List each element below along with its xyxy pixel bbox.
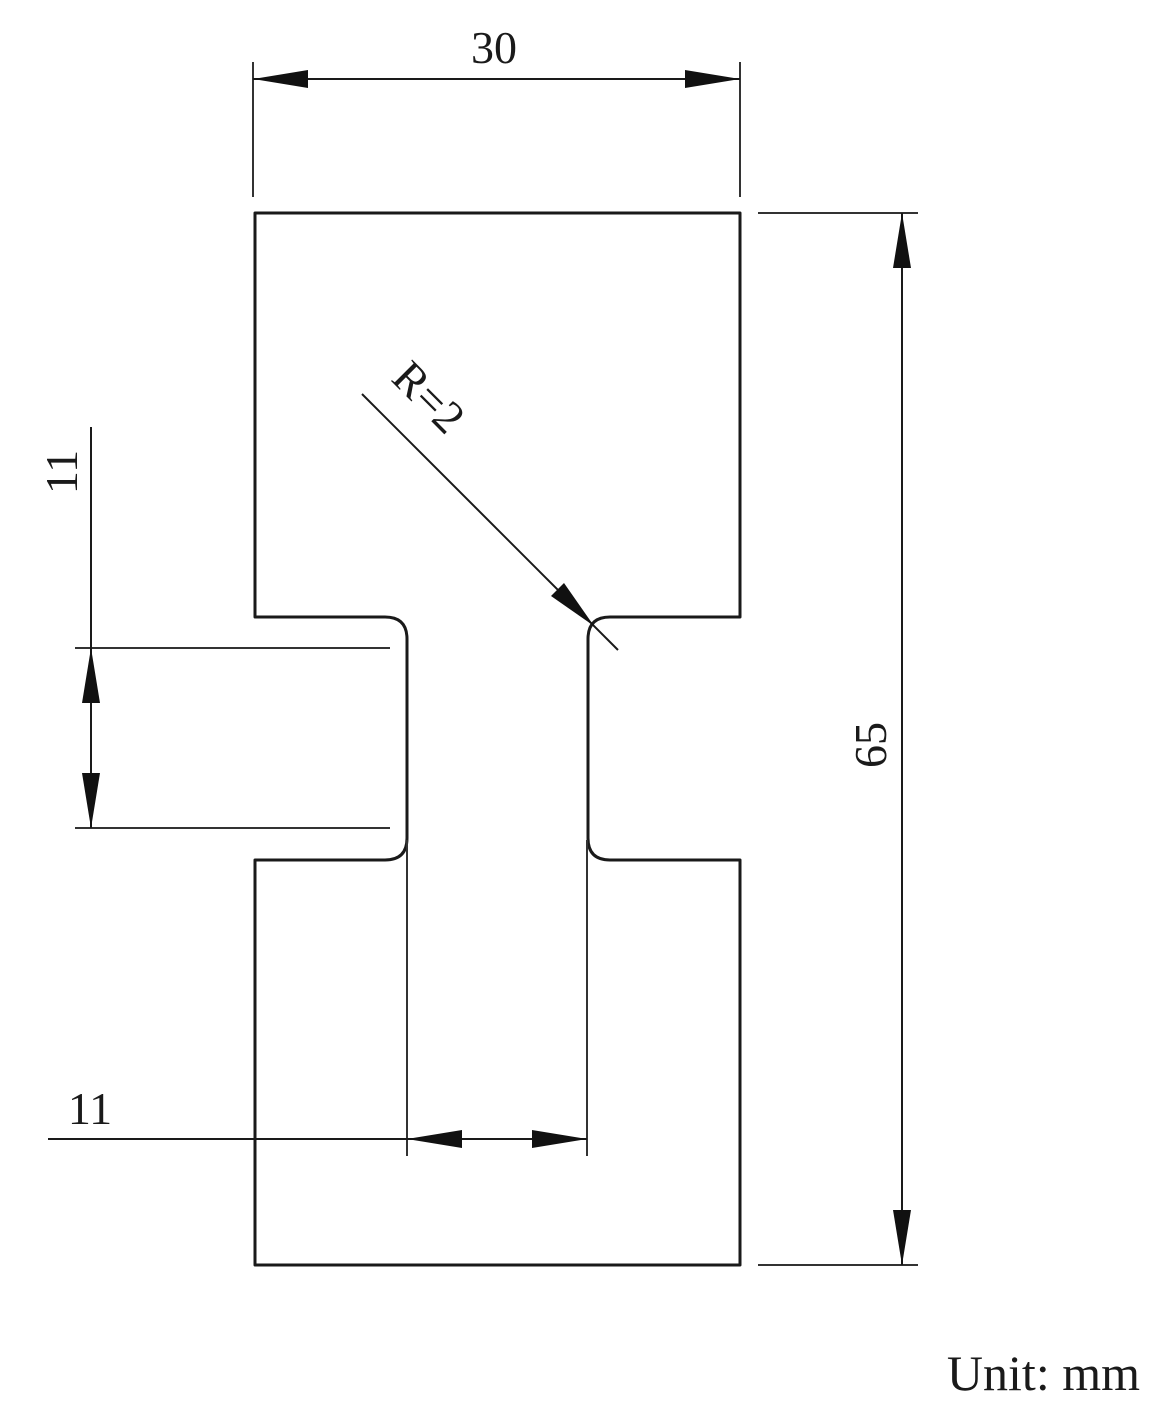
radius-callout: R=2 — [361, 351, 619, 651]
notch-arrow-bottom — [82, 773, 100, 828]
neck-arrow-right — [532, 1130, 587, 1148]
unit-label: Unit: mm — [947, 1345, 1140, 1401]
specimen-outline — [253, 211, 742, 1267]
width-arrow-right — [685, 70, 740, 88]
neck-width-text: 11 — [68, 1083, 112, 1134]
notch-arrow-top — [82, 648, 100, 703]
notch-height-text: 11 — [36, 450, 87, 494]
neck-width-dimension: 11 — [48, 840, 588, 1156]
width-dimension: 30 — [252, 22, 741, 197]
width-dimension-text: 30 — [471, 22, 517, 73]
neck-arrow-left — [407, 1130, 462, 1148]
notch-height-dimension: 11 — [36, 427, 390, 829]
radius-arrow — [551, 583, 594, 626]
height-dimension-text: 65 — [845, 722, 896, 768]
height-arrow-bottom — [893, 1210, 911, 1265]
height-dimension: 65 — [758, 212, 918, 1266]
height-arrow-top — [893, 213, 911, 268]
width-arrow-left — [253, 70, 308, 88]
